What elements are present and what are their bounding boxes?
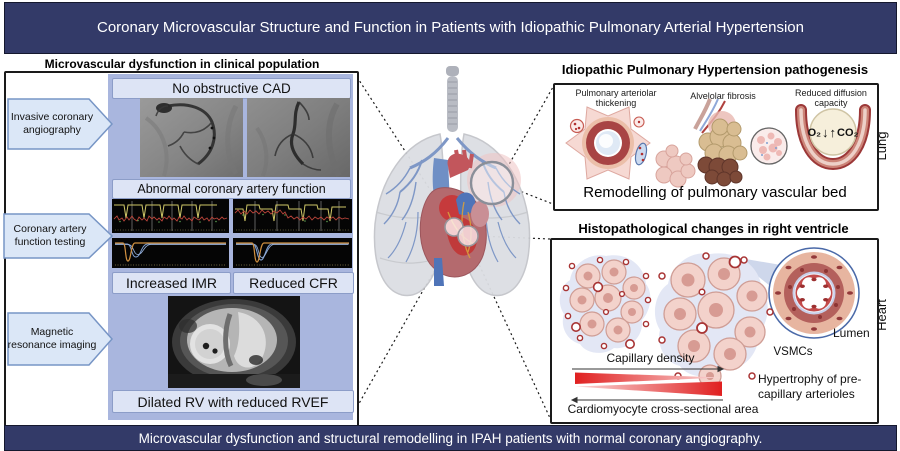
conclusion-text: Microvascular dysfunction and structural…	[138, 430, 763, 446]
arteriole-thickening-illustration	[565, 106, 651, 180]
angiography-image-left	[140, 98, 243, 177]
arrow-shape	[7, 98, 113, 150]
o2-label: O₂	[807, 126, 822, 139]
thermodilution-right	[233, 238, 352, 268]
arrow-function-testing: Coronary artery function testing	[3, 213, 113, 259]
capillary-magnifier-illustration	[750, 127, 788, 165]
label-reduced-diffusion: Reduced diffusion capacity	[795, 88, 867, 109]
co2-up-arrow: ↑	[829, 125, 837, 140]
label-vsmcs: VSMCs	[773, 346, 813, 358]
label-alveolar-fibrosis: Alvelolar fibrosis	[690, 91, 756, 101]
pressure-trace-right	[233, 199, 352, 233]
arrow-shape	[7, 312, 113, 366]
heart-panel-header: Histopathological changes in right ventr…	[578, 221, 849, 236]
label-arteriolar-thickening: Pulmonary arteriolar thickening	[575, 88, 657, 109]
gradient-wedges	[570, 365, 725, 404]
cardiac-mri-image	[168, 296, 300, 388]
page-title: Coronary Microvascular Structure and Fun…	[97, 18, 804, 36]
arteriole-cross-section-illustration	[734, 247, 860, 339]
o2-down-arrow: ↓	[822, 125, 829, 140]
label-hypertrophy: Hypertrophy of pre-capillary arterioles	[758, 372, 862, 401]
arrow-shape	[3, 213, 113, 259]
diffusion-capacity-illustration	[795, 104, 871, 171]
label-cardiomyocyte-area: Cardiomyocyte cross-sectional area	[567, 402, 759, 416]
lung-panel-caption: Remodelling of pulmonary vascular bed	[583, 184, 847, 201]
alveolar-fibrosis-illustration	[655, 98, 748, 188]
myocyte-cluster-large-cells	[654, 252, 774, 388]
label-increased-imr: Increased IMR	[112, 272, 231, 294]
co2-label: CO₂	[837, 126, 859, 139]
label-no-obstructive-cad: No obstructive CAD	[112, 78, 351, 99]
bottom-banner: Microvascular dysfunction and structural…	[4, 425, 897, 451]
title-banner: Coronary Microvascular Structure and Fun…	[4, 2, 897, 54]
lungs-heart-illustration	[373, 66, 531, 297]
lung-side-label: Lung	[874, 131, 889, 161]
gas-exchange-label: O₂↓↑CO₂	[800, 125, 866, 140]
angiography-image-right	[247, 98, 350, 177]
left-panel-header: Microvascular dysfunction in clinical po…	[44, 57, 320, 71]
heart-side-label: Heart	[874, 299, 889, 331]
label-capillary-density: Capillary density	[606, 351, 695, 365]
label-lumen: Lumen	[833, 326, 870, 340]
label-dilated-rv: Dilated RV with reduced RVEF	[112, 390, 354, 413]
label-abnormal-function: Abnormal coronary artery function	[112, 179, 351, 199]
arrow-mri: Magnetic resonance imaging	[7, 312, 113, 366]
label-reduced-cfr: Reduced CFR	[233, 272, 354, 294]
lung-panel-header: Idiopathic Pulmonary Hypertension pathog…	[561, 62, 869, 77]
pressure-trace-left	[112, 199, 229, 233]
thermodilution-left	[112, 238, 229, 268]
myocyte-cluster-small-cells	[559, 255, 652, 353]
arrow-invasive-angiography: Invasive coronary angiography	[7, 98, 113, 150]
